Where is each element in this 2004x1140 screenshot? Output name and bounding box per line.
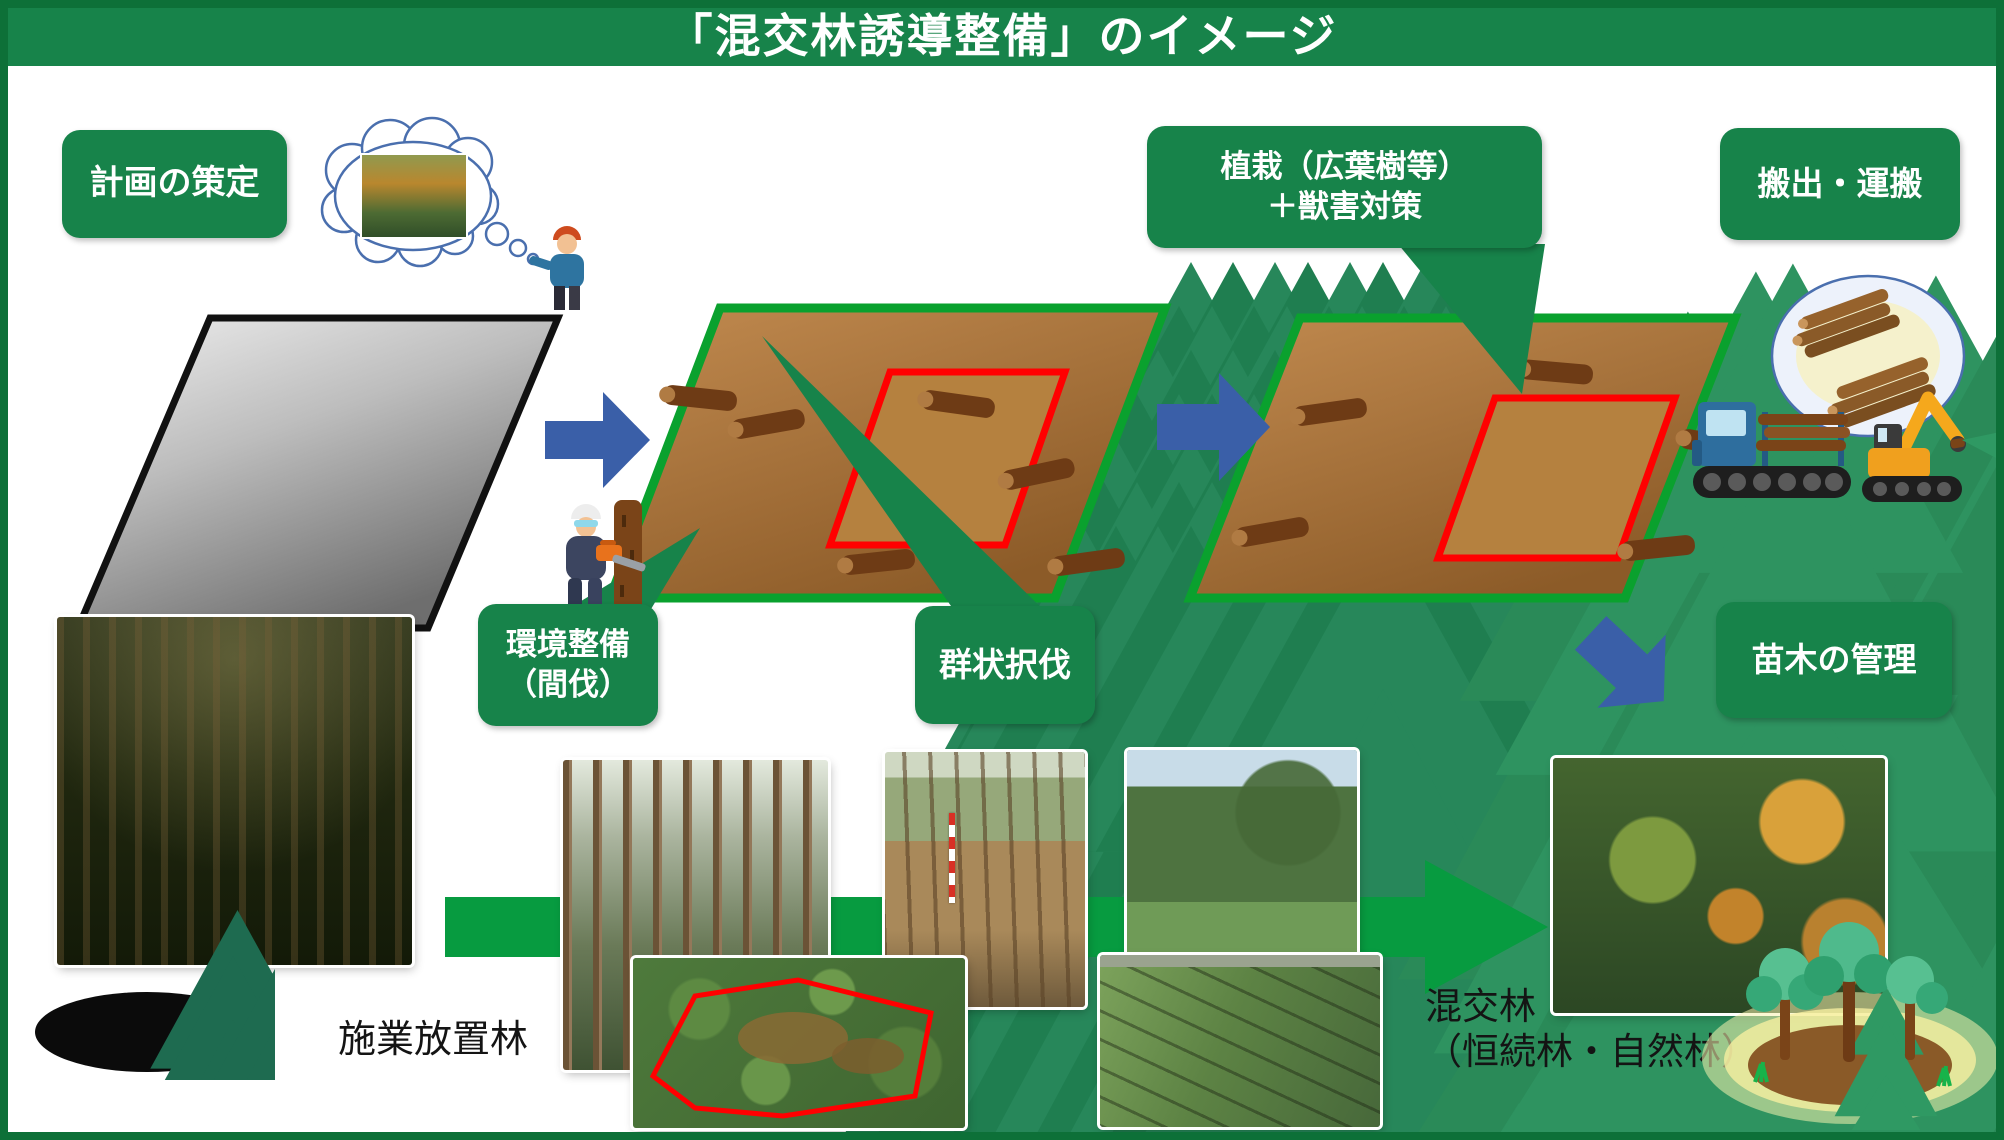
callout-pointer-group <box>762 336 1050 616</box>
title-bar: 「混交林誘導整備」のイメージ <box>0 0 2004 66</box>
flow-arrow-1 <box>545 392 650 488</box>
mixed-forest-cartoon <box>1702 922 1998 1130</box>
step-label-planning: 計画の策定 <box>62 130 287 238</box>
step-label-planting: 植栽（広葉樹等） ＋獣害対策 <box>1147 126 1542 248</box>
log-forwarder-truck-icon <box>1692 402 1851 498</box>
flow-arrow-3 <box>1574 616 1666 708</box>
caption-abandoned-forest: 施業放置林 <box>338 1019 529 1061</box>
broadleaf-tree-icon <box>1746 922 1948 1062</box>
target-forest-photo <box>360 153 468 239</box>
photo-abandoned-forest <box>57 617 412 965</box>
abandoned-forest-cartoon <box>35 902 275 1080</box>
step-label-environment-thinning: 環境整備 （間伐） <box>478 604 658 726</box>
thinning-diagram <box>603 263 2004 1140</box>
plantation-diagram <box>72 262 1826 1140</box>
callout-pointer-plant <box>1398 244 1545 394</box>
step-label-group-selection: 群状択伐 <box>915 606 1095 724</box>
forester-figure <box>529 226 584 310</box>
survey-pole-icon <box>949 813 955 904</box>
planting-diagram <box>1183 305 2004 1140</box>
step-label-transport: 搬出・運搬 <box>1720 128 1960 240</box>
harvested-logs-bubble <box>1770 274 1966 438</box>
page-title: 「混交林誘導整備」のイメージ <box>666 10 1338 62</box>
grapple-excavator-icon <box>1862 391 2000 502</box>
aerial-red-boundary <box>649 977 934 1119</box>
log-pile-icon <box>1792 288 1900 358</box>
caption-mixed-forest: 混交林 （恒続林・自然林） <box>1425 986 1758 1073</box>
step-label-seedling-care: 苗木の管理 <box>1716 602 1952 718</box>
photo-fenced-slope <box>1100 955 1380 1127</box>
planting-area <box>1433 394 1680 562</box>
photo-aerial-selection-area <box>633 958 965 1128</box>
harvested-tree-icon <box>1962 432 2000 458</box>
flow-arrow-2 <box>1157 373 1270 481</box>
